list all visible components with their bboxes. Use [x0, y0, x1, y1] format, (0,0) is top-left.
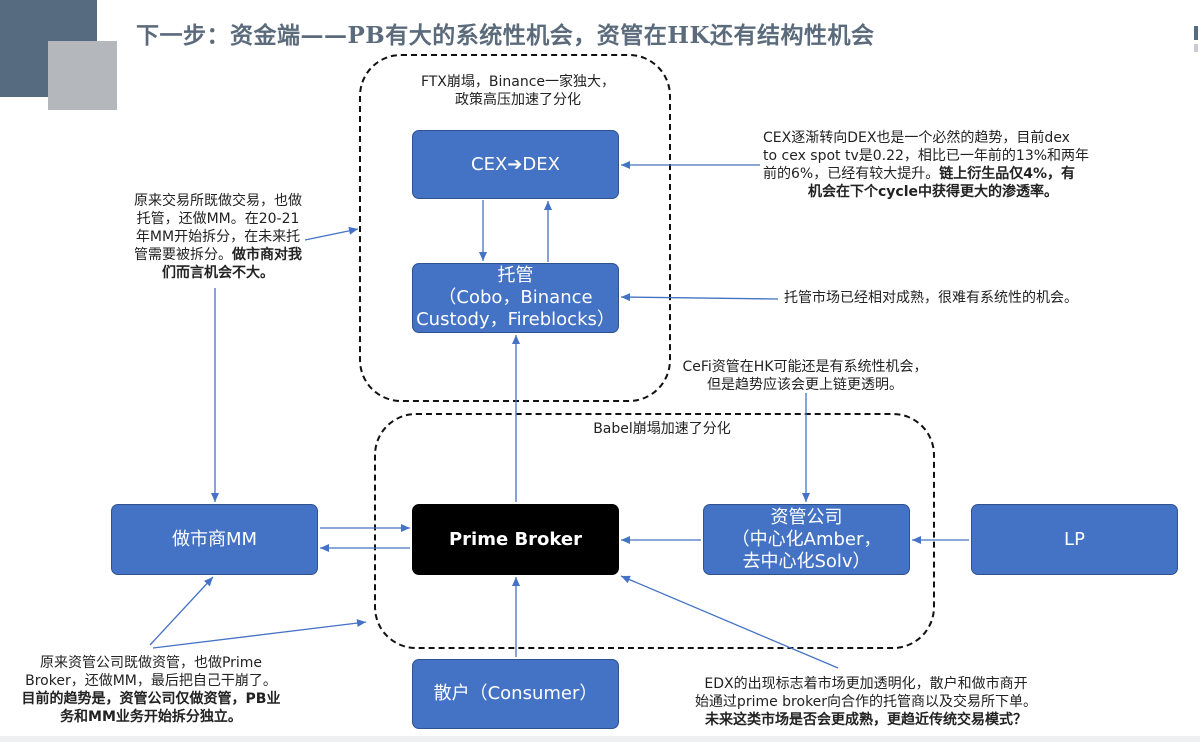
arrow-am-note-to-group	[152, 619, 367, 649]
custody-note: 托管市场已经相对成熟，很难有系统性的机会。	[784, 290, 1078, 306]
am-note-line3: 目前的趋势是，资管公司仅做资管，PB业	[21, 691, 281, 707]
slide-edge-marker	[1193, 26, 1200, 56]
cex-dex-note: CEX逐渐转向DEX也是一个必然的趋势，目前dex to cex spot tv…	[763, 129, 1103, 201]
top-group-label-line1: FTX崩塌，Binance一家独大，	[420, 74, 616, 90]
custody-line2: （Cobo，Binance	[438, 287, 593, 308]
consumer-label: 散户（Consumer）	[433, 683, 598, 704]
lp-label: LP	[1064, 528, 1085, 550]
asset-mgmt-line3: 去中心化Solv）	[742, 550, 871, 572]
bottom-strip	[0, 736, 1200, 742]
edx-note: EDX的出现标志着市场更加透明化，散户和做市商开 始通过prime broker…	[676, 675, 1056, 729]
lp-box: LP	[971, 504, 1178, 575]
cex-note-line1: CEX逐渐转向DEX也是一个必然的趋势，目前dex	[763, 130, 1070, 146]
edx-note-line3: 未来这类市场是否会更成熟，更趋近传统交易模式？	[705, 712, 1027, 728]
edx-note-line1: EDX的出现标志着市场更加透明化，散户和做市商开	[704, 676, 1028, 692]
top-group-label-line2: 政策高压加速了分化	[455, 92, 581, 108]
cex-note-line4: 机会在下个cycle中获得更大的渗透率。	[807, 184, 1059, 200]
exchange-custody-group	[359, 54, 671, 402]
cex-dex-label: CEX➔DEX	[471, 153, 560, 175]
arrow-am-note-to-mm	[149, 576, 214, 646]
asset-mgmt-line2: （中心化Amber，	[731, 528, 882, 550]
market-maker-box: 做市商MM	[111, 504, 318, 575]
mm-note-line4: 管需要被拆分。	[134, 247, 232, 263]
asset-management-box: 资管公司 （中心化Amber， 去中心化Solv）	[703, 504, 910, 575]
top-group-label: FTX崩塌，Binance一家独大， 政策高压加速了分化	[393, 73, 643, 109]
bottom-group-label: Babel崩塌加速了分化	[593, 421, 731, 437]
prime-broker-label: Prime Broker	[448, 528, 582, 550]
mm-note-line2: 托管，还做MM。在20-21	[136, 211, 300, 227]
cefi-note-line1: CeFi资管在HK可能还是有系统性机会，	[682, 359, 928, 375]
am-note-line2: Broker，还做MM，最后把自己干崩了。	[25, 673, 277, 689]
slide-title: 下一步：资金端——PB有大的系统性机会，资管在HK还有结构性机会	[136, 22, 875, 49]
consumer-box: 散户（Consumer）	[412, 659, 619, 729]
asset-mgmt-line1: 资管公司	[770, 506, 843, 528]
prime-broker-box: Prime Broker	[412, 504, 619, 575]
market-maker-label: 做市商MM	[171, 528, 258, 550]
cex-note-line3: 前的6%，已经有较大提升。	[763, 166, 940, 182]
market-maker-note: 原来交易所既做交易，也做 托管，还做MM。在20-21 年MM开始拆分，在未来托…	[118, 192, 318, 282]
mm-note-line4-bold: 做市商对我	[232, 247, 302, 263]
mm-note-line5: 们而言机会不大。	[162, 265, 274, 281]
cex-note-line3-bold: 链上衍生品仅4%，有	[939, 166, 1075, 182]
mm-note-line3: 年MM开始拆分，在未来托	[135, 229, 301, 245]
cex-dex-box: CEX➔DEX	[412, 130, 619, 199]
decorative-light-square	[48, 41, 117, 110]
am-note-line1: 原来资管公司既做资管，也做Prime	[39, 655, 263, 671]
custody-line3: Custody，Fireblocks）	[416, 309, 615, 330]
cex-note-line2: to cex spot tv是0.22，相比已一年前的13%和两年	[763, 148, 1090, 164]
custody-box: 托管 （Cobo，Binance Custody，Fireblocks）	[412, 263, 619, 333]
am-note-line4: 务和MM业务开始拆分独立。	[60, 709, 242, 725]
custody-line1: 托管	[497, 265, 534, 286]
cefi-note-line2: 但是趋势应该会更上链更透明。	[707, 377, 903, 393]
edx-note-line2: 始通过prime broker向合作的托管商以及交易所下单。	[694, 694, 1038, 710]
asset-mgmt-note: 原来资管公司既做资管，也做Prime Broker，还做MM，最后把自己干崩了。…	[6, 654, 296, 726]
cefi-note: CeFi资管在HK可能还是有系统性机会， 但是趋势应该会更上链更透明。	[670, 358, 940, 394]
mm-note-line1: 原来交易所既做交易，也做	[134, 193, 302, 209]
